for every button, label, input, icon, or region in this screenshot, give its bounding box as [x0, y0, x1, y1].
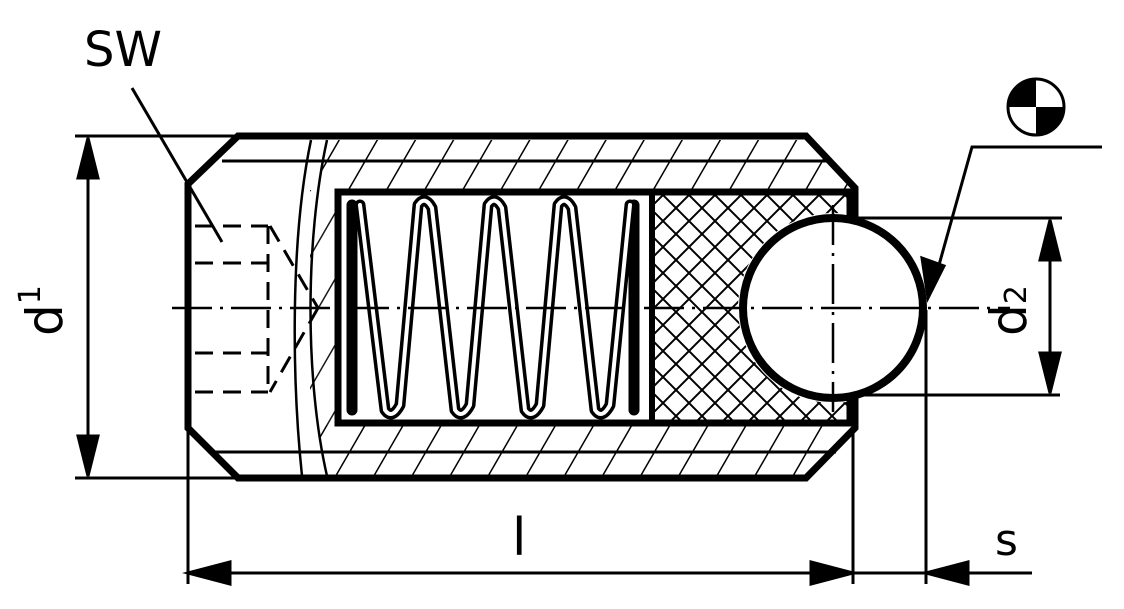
stroke-label: s	[995, 515, 1018, 566]
center-lines	[172, 205, 1010, 412]
plunger-body-outline	[184, 132, 859, 482]
dimension-lines	[75, 134, 1062, 586]
leader-lines	[130, 87, 1102, 303]
center-of-mass-symbol	[1006, 77, 1066, 137]
d2-label: d2	[980, 285, 1038, 336]
d1-label: d1	[13, 285, 74, 336]
hex-socket-hidden	[195, 224, 320, 394]
sw-label: SW	[84, 22, 162, 78]
length-label: l	[512, 508, 526, 568]
